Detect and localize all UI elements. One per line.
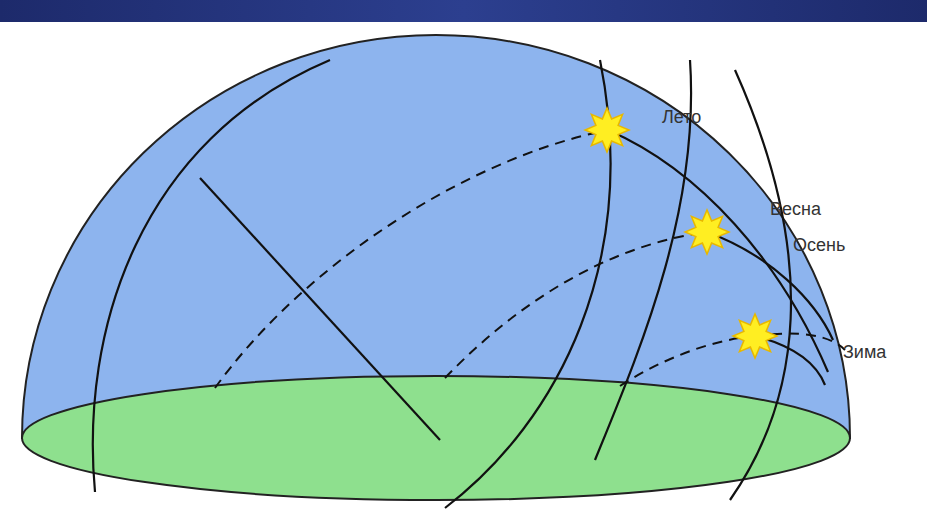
sun-symbol	[585, 108, 629, 152]
sun-path-dashed	[620, 336, 755, 386]
season-label: Лето	[662, 108, 701, 128]
sun-path-dashed	[215, 130, 608, 388]
top-band	[0, 0, 927, 22]
meridian-arc	[93, 60, 330, 492]
season-label: Осень	[793, 236, 845, 256]
sun-symbol	[685, 210, 729, 254]
sun-path-dashed	[445, 232, 707, 378]
horizon-plane	[22, 376, 850, 500]
axis-line	[200, 178, 440, 440]
sun-symbol	[733, 314, 777, 358]
meridian-arc	[445, 60, 610, 508]
season-label: Весна	[770, 200, 821, 220]
season-label: Зима	[843, 343, 886, 363]
